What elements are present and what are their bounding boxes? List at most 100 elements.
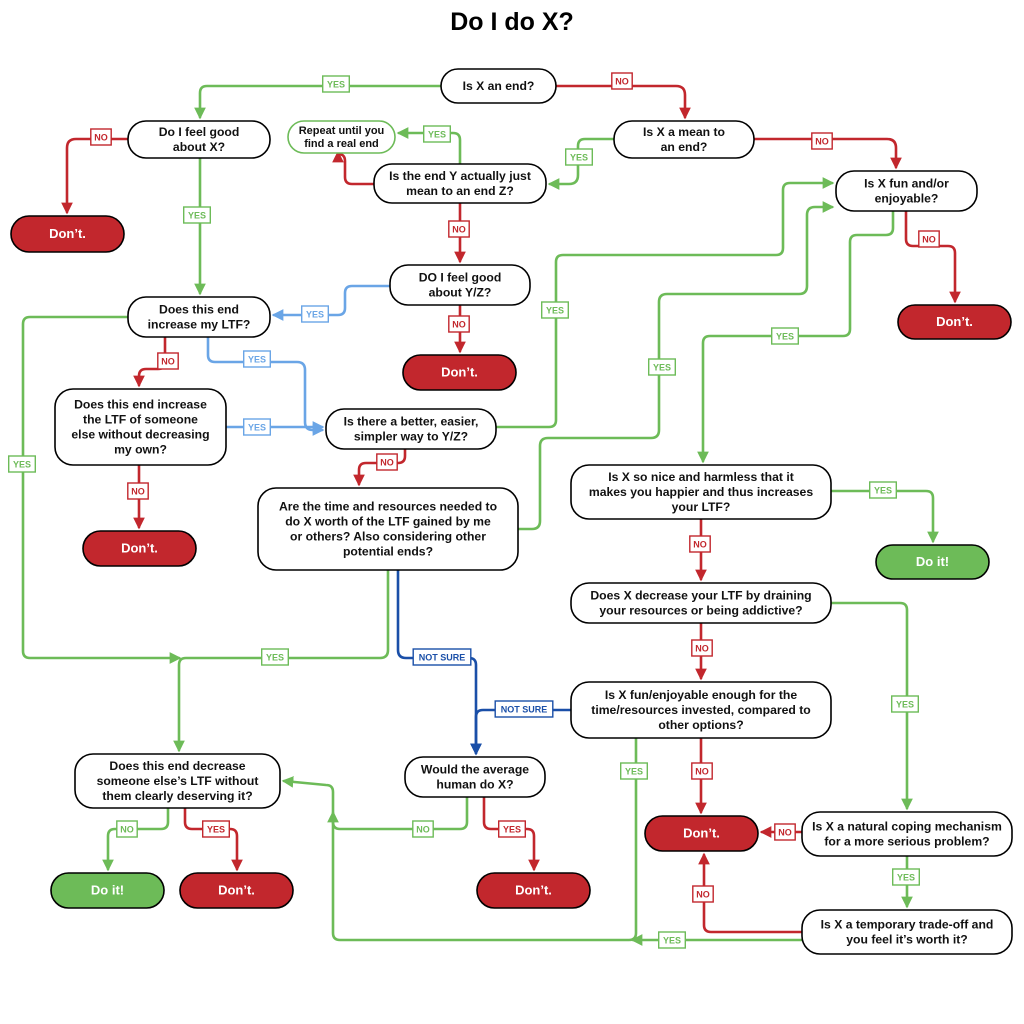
edge-label-e13: YES [242, 418, 271, 436]
node-text-line: Is X fun and/or [864, 176, 949, 190]
edge-label-text: NO [695, 644, 709, 654]
node-text-line: else without decreasing [71, 427, 209, 441]
edge-label-text: NO [94, 133, 108, 143]
edge-label-e36: YES [892, 868, 921, 886]
node-text-line: Is X an end? [463, 79, 535, 93]
node-text-line: Do I feel good [159, 125, 240, 139]
node-text-line: find a real end [304, 138, 379, 150]
edge-label-e5: YES [565, 148, 594, 166]
edge-label-text: NO [120, 825, 134, 835]
node-text-line: Does X decrease your LTF by draining [590, 588, 811, 602]
question-node-n14: Is X fun/enjoyable enough for thetime/re… [570, 681, 832, 739]
edge-label-text: YES [663, 936, 681, 946]
node-text-line: do X worth of the LTF gained by me [285, 514, 491, 528]
edge-label-text: YES [266, 653, 284, 663]
edge-label-e24: NO [689, 535, 711, 553]
node-text-line: Don’t. [683, 825, 720, 840]
page-title: Do I do X? [450, 8, 574, 36]
flow-arrow-e26 [470, 708, 573, 756]
node-text-line: an end? [661, 140, 708, 154]
edge-label-e14: NO [157, 352, 179, 370]
node-text-line: them clearly deserving it? [102, 789, 252, 803]
node-text-line: makes you happier and thus increases [589, 485, 813, 499]
flow-arrow-e1 [194, 84, 443, 120]
node-text-line: Do it! [916, 554, 949, 569]
outcome-do-it-node-do2: Do it! [50, 872, 165, 909]
outcome-dont-node-d5: Don’t. [644, 815, 759, 852]
node-text-line: human do X? [436, 777, 513, 791]
edge-label-text: YES [570, 153, 588, 163]
node-text-line: someone else’s LTF without [97, 774, 259, 788]
edge-label-text: NO [922, 235, 936, 245]
edge-label-e16: NO [376, 453, 398, 471]
flow-arrow-e22 [697, 209, 895, 464]
edge-label-text: YES [653, 363, 671, 373]
edge-label-e37: NO [692, 885, 714, 903]
node-text-line: time/resources invested, compared to [591, 703, 810, 717]
node-text-line: Is X so nice and harmless that it [608, 470, 794, 484]
flow-arrow-e23 [904, 209, 961, 304]
node-text-line: Does this end [159, 302, 239, 316]
edge-label-e23: NO [918, 230, 940, 248]
edge-label-text: NOT SURE [501, 705, 548, 715]
question-node-n10: Is there a better, easier,simpler way to… [325, 408, 497, 450]
flow-arrow-e33 [327, 795, 469, 831]
node-text-line: your LTF? [672, 500, 731, 514]
edge-label-e32: YES [201, 820, 230, 838]
node-text-line: enjoyable? [875, 191, 939, 205]
edge-label-text: NO [815, 137, 829, 147]
flow-arrow-e3 [61, 137, 130, 215]
edge-label-e27: YES [891, 695, 920, 713]
flow-arrow-e32 [183, 806, 243, 872]
node-text-line: increase my LTF? [148, 317, 251, 331]
edge-label-text: NO [416, 825, 430, 835]
edge-label-e17: NO [127, 482, 149, 500]
node-text-line: Don’t. [936, 314, 973, 329]
edge-label-text: NO [615, 77, 629, 87]
node-text-line: Don’t. [121, 540, 158, 555]
edge-label-text: YES [896, 700, 914, 710]
flow-arrow-e18 [21, 315, 182, 664]
edge-label-text: NO [778, 828, 792, 838]
edge-label-text: YES [897, 873, 915, 883]
edge-label-text: YES [306, 310, 324, 320]
outcome-dont-node-d7: Don’t. [476, 872, 591, 909]
flow-arrow-e25 [829, 489, 939, 544]
edge-label-text: YES [207, 825, 225, 835]
outcome-dont-node-d2: Don’t. [897, 304, 1012, 340]
node-text-line: my own? [114, 442, 167, 456]
edge-label-text: NO [131, 487, 145, 497]
edge-label-e30: YES [620, 762, 649, 780]
edge-label-text: NO [696, 890, 710, 900]
edge-label-text: YES [248, 355, 266, 365]
edge-label-e38: YES [658, 931, 687, 949]
outcome-dont-node-d3: Don’t. [402, 354, 517, 391]
node-text-line: you feel it’s worth it? [846, 932, 967, 946]
flow-arrow-e31 [102, 806, 170, 872]
edge-label-e6: NO [811, 132, 833, 150]
node-text-line: Don’t. [441, 364, 478, 379]
edge-label-text: YES [503, 825, 521, 835]
edge-label-e4: YES [182, 206, 211, 224]
edge-label-e31: NO [116, 820, 138, 838]
edge-label-e28: NO [691, 639, 713, 657]
node-text-line: potential ends? [343, 544, 433, 558]
edge-label-e35: NO [774, 823, 796, 841]
node-text-line: Are the time and resources needed to [279, 499, 497, 513]
node-text-line: Would the average [421, 762, 529, 776]
edge-label-text: NO [693, 540, 707, 550]
node-text-line: Don’t. [49, 226, 86, 241]
node-text-line: Is the end Y actually just [389, 169, 531, 183]
node-text-line: Is X fun/enjoyable enough for the [605, 688, 798, 702]
node-text-line: DO I feel good [419, 270, 502, 284]
edge-label-e25: YES [869, 481, 898, 499]
outcome-do-it-node-do1: Do it! [875, 544, 990, 580]
